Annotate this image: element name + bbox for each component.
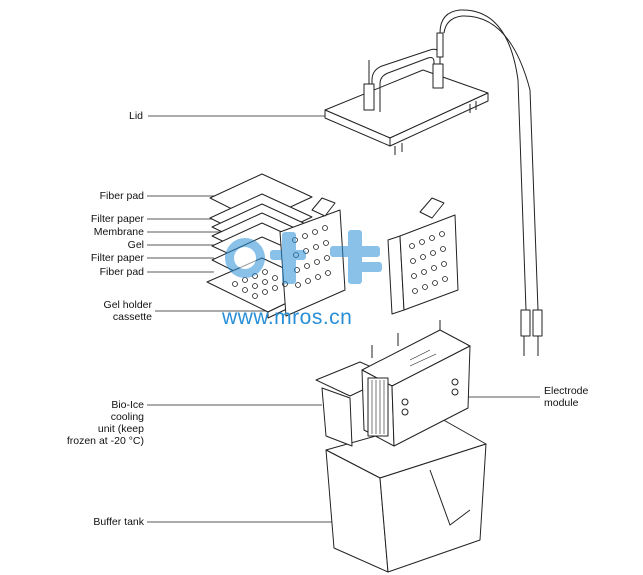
label-buffer-tank: Buffer tank (93, 516, 144, 528)
label-fiber-pad-bottom: Fiber pad (99, 266, 144, 278)
label-electrode-module: Electrode module (544, 385, 589, 409)
watermark-url: www.mros.cn (222, 306, 353, 329)
label-filter-paper-bottom: Filter paper (90, 252, 144, 264)
label-gel-holder-cassette: Gel holder cassette (103, 299, 152, 323)
leader-lines (147, 115, 540, 523)
label-lid: Lid (128, 110, 143, 122)
second-cassette-illustration (387, 197, 459, 315)
electrode-cables (439, 9, 543, 356)
label-membrane: Membrane (93, 226, 144, 238)
lid-illustration (324, 32, 489, 155)
label-fiber-pad-top: Fiber pad (99, 190, 144, 202)
label-bio-ice-unit: Bio-Ice cooling unit (keep frozen at -20… (66, 399, 144, 447)
watermark-logo (225, 230, 382, 284)
electrode-module-illustration (361, 320, 471, 447)
label-gel: Gel (127, 239, 144, 251)
buffer-tank-illustration (325, 417, 487, 573)
label-filter-paper-top: Filter paper (90, 213, 144, 225)
